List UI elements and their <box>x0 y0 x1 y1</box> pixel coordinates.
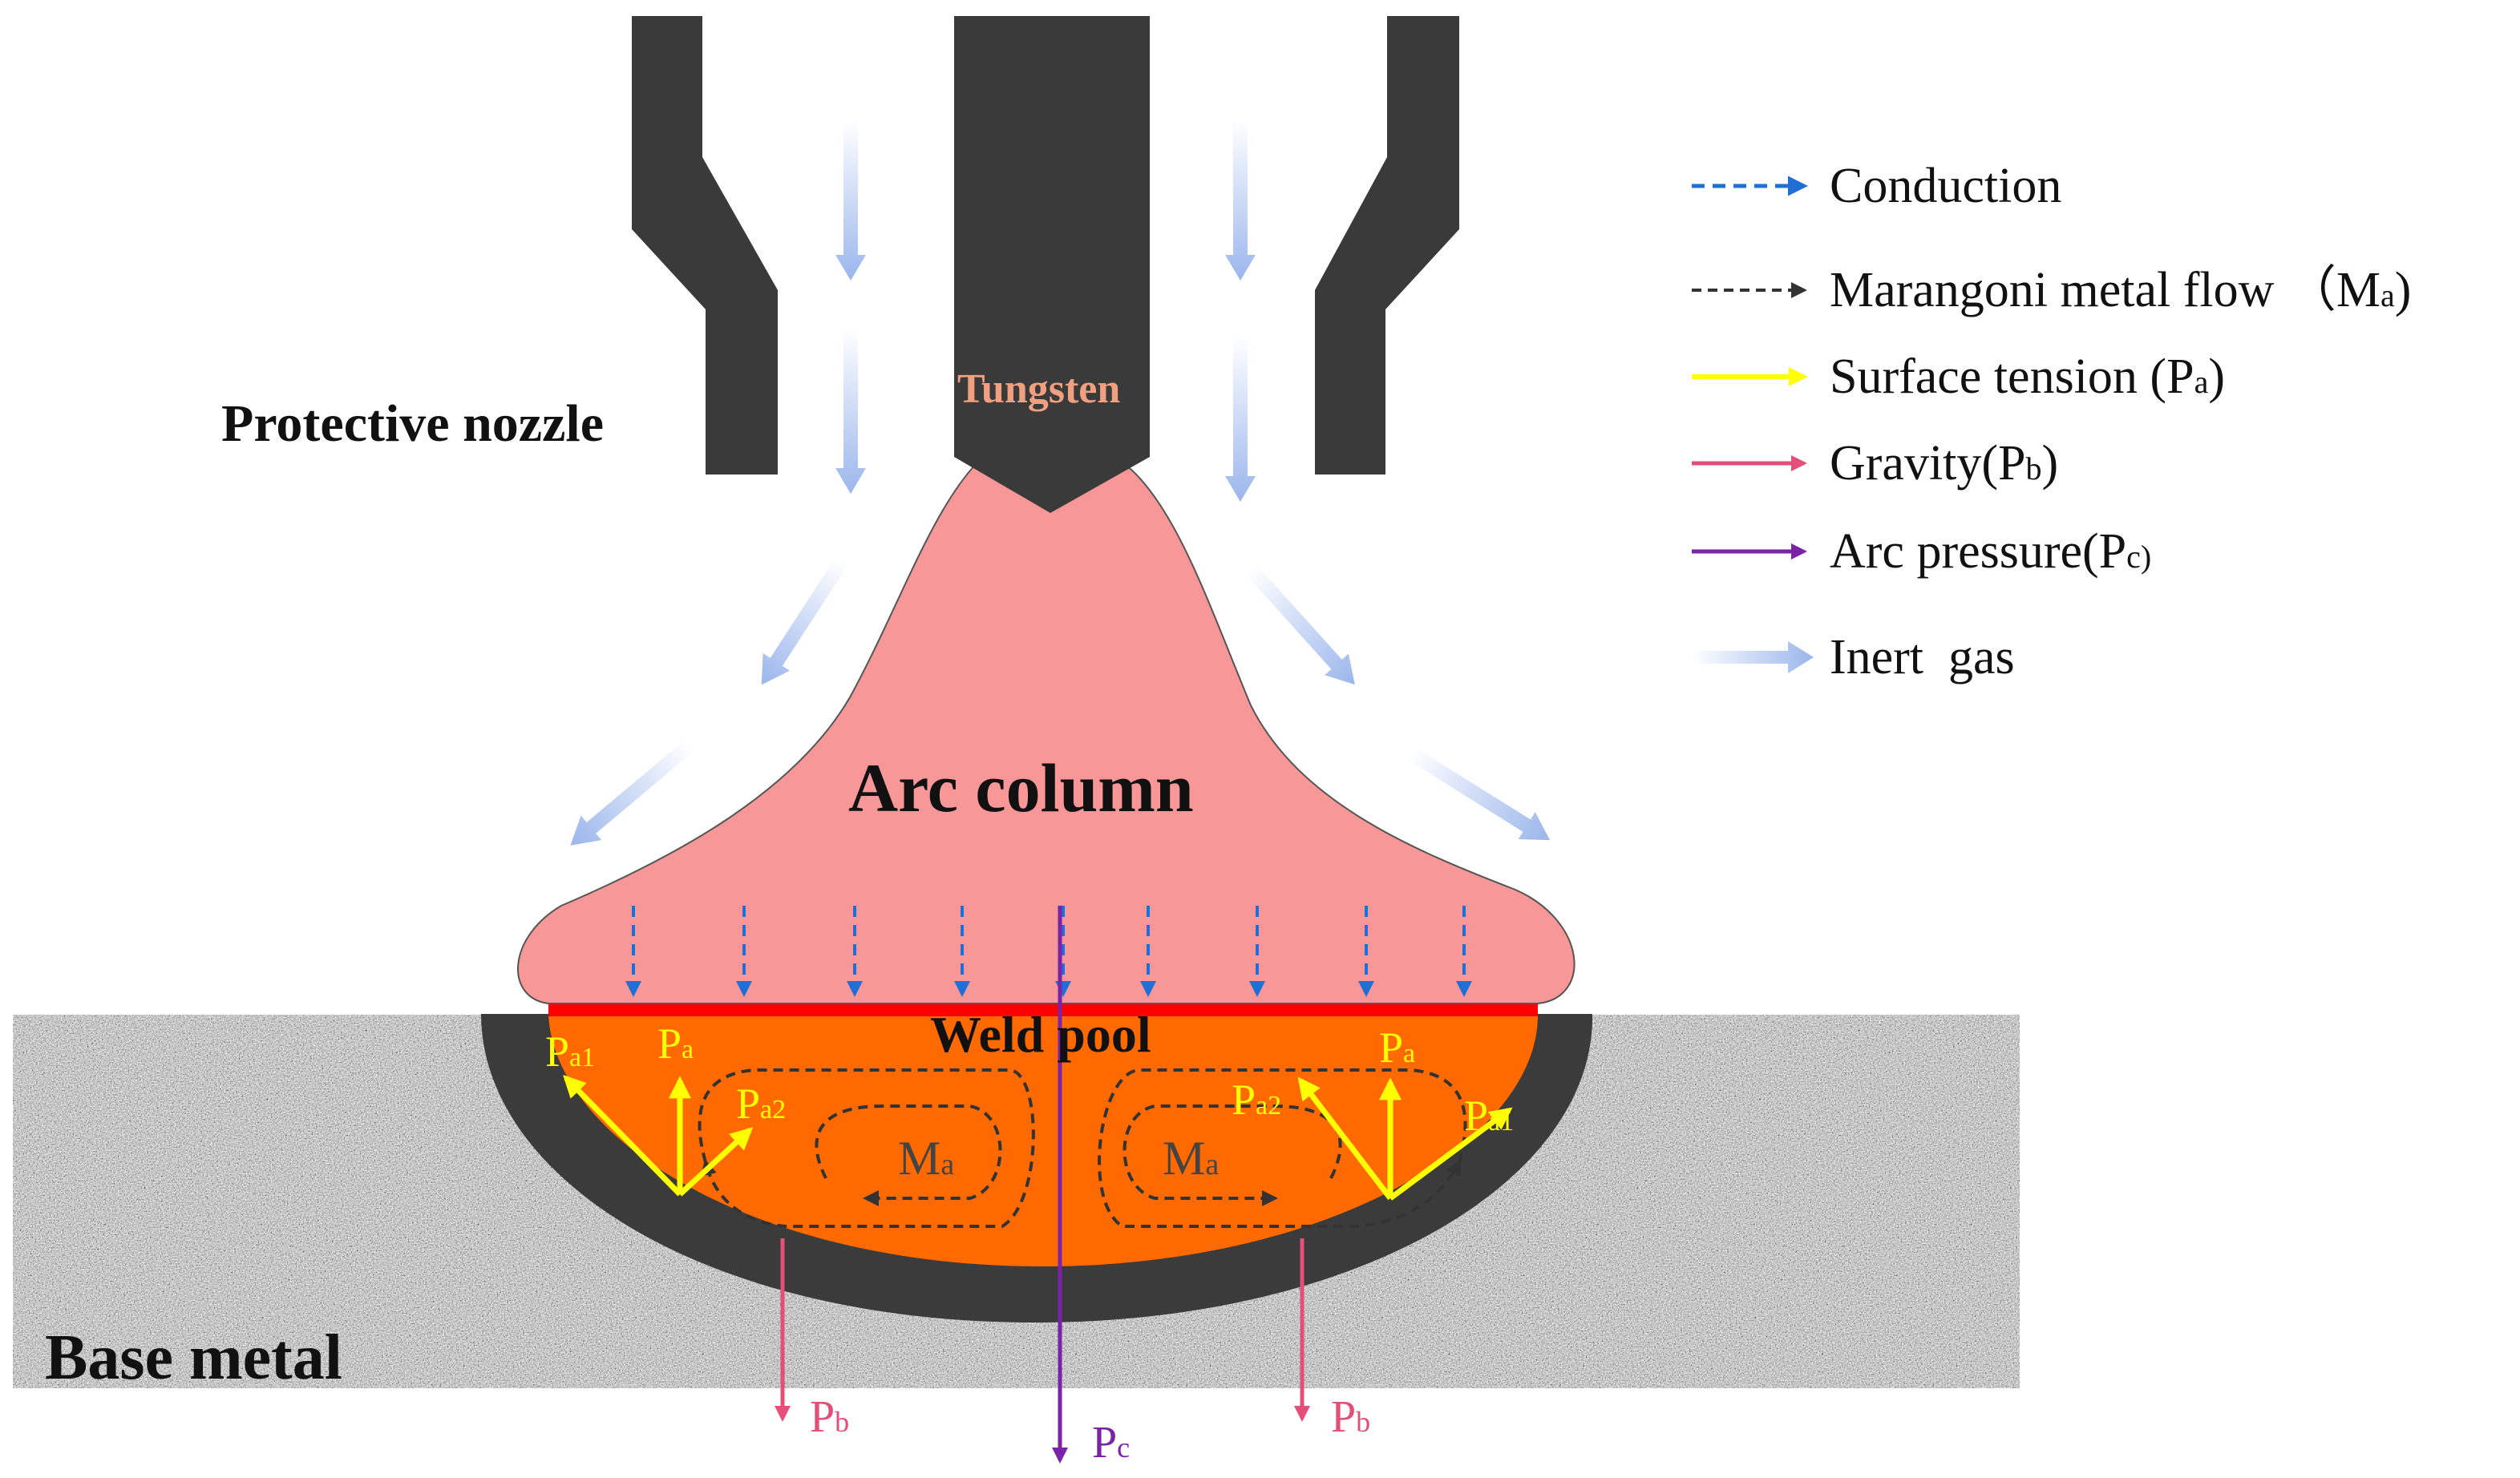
pa1-arrow-left <box>563 1074 682 1197</box>
pa-label-left: Pa <box>657 1020 694 1068</box>
pa2-label-right: Pa2 <box>1232 1076 1281 1124</box>
legend: Conduction Marangoni metal flow （Ma) Sur… <box>1692 159 2411 684</box>
marangoni-flow <box>698 1068 1467 1228</box>
pc-label: Pc <box>1092 1418 1130 1468</box>
weld-pool <box>548 1014 1539 1266</box>
conduction-arrows <box>625 906 1472 997</box>
weld-surface-line <box>548 1002 1538 1016</box>
legend-inert-gas-label: Inert gas <box>1830 630 2015 684</box>
legend-inert-gas-icon <box>1692 641 1814 673</box>
nozzle-left <box>632 16 778 474</box>
marangoni-loop-left-inner <box>815 1104 1002 1206</box>
legend-gravity-label: Gravity(Pb) <box>1830 436 2058 491</box>
pa1-arrow-right <box>1388 1107 1513 1201</box>
gas-arrow-icon <box>835 329 866 494</box>
surface-tension-arrows <box>563 1074 1513 1201</box>
gas-arrow-icon <box>761 557 848 685</box>
gravity-arrows <box>775 1238 1310 1422</box>
protective-nozzle-label: Protective nozzle <box>221 394 604 453</box>
legend-conduction-label: Conduction <box>1830 159 2061 213</box>
gas-arrow-icon <box>570 740 694 846</box>
ma-label-right: Ma <box>1163 1132 1219 1185</box>
gas-arrow-icon <box>835 120 866 281</box>
nozzle-right <box>1315 16 1459 474</box>
arc-column-label: Arc column <box>848 749 1194 826</box>
tungsten-label: Tungsten <box>957 366 1120 412</box>
pa2-arrow-right <box>1297 1076 1393 1201</box>
legend-surface-tension-label: Surface tension (Pa) <box>1830 349 2225 404</box>
tungsten-electrode <box>954 16 1150 513</box>
base-metal-label: Base metal <box>45 1323 342 1393</box>
gas-arrow-icon <box>1407 747 1551 841</box>
pa1-label-left: Pa1 <box>545 1028 595 1076</box>
gas-arrow-icon <box>1225 337 1256 502</box>
pa2-label-left: Pa2 <box>736 1080 786 1128</box>
pb-label-right: Pb <box>1331 1392 1370 1442</box>
gas-arrow-icon <box>1225 120 1256 281</box>
pa2-arrow-left <box>678 1127 754 1197</box>
pa1-label-right: Pa1 <box>1464 1092 1514 1140</box>
marangoni-loop-right-inner <box>1122 1104 1342 1206</box>
weld-pool-label: Weld pool <box>930 1006 1151 1063</box>
pa-label-right: Pa <box>1379 1024 1415 1072</box>
arc-column <box>517 452 1576 1004</box>
marangoni-loop-right-outer <box>1098 1068 1467 1228</box>
ma-label-left: Ma <box>898 1132 954 1185</box>
force-labels: Pa1 Pa Pa2 Pa Pa2 Pa1 Ma Ma Pb Pb Pc <box>545 1020 1514 1468</box>
marangoni-loop-left-outer <box>698 1068 1035 1228</box>
inert-gas-arrows <box>570 120 1551 846</box>
gas-arrow-icon <box>1245 563 1355 685</box>
legend-marangoni-label: Marangoni metal flow （Ma) <box>1830 263 2411 317</box>
pb-label-left: Pb <box>810 1392 849 1442</box>
legend-arc-pressure-label: Arc pressure(Pc) <box>1830 524 2151 579</box>
